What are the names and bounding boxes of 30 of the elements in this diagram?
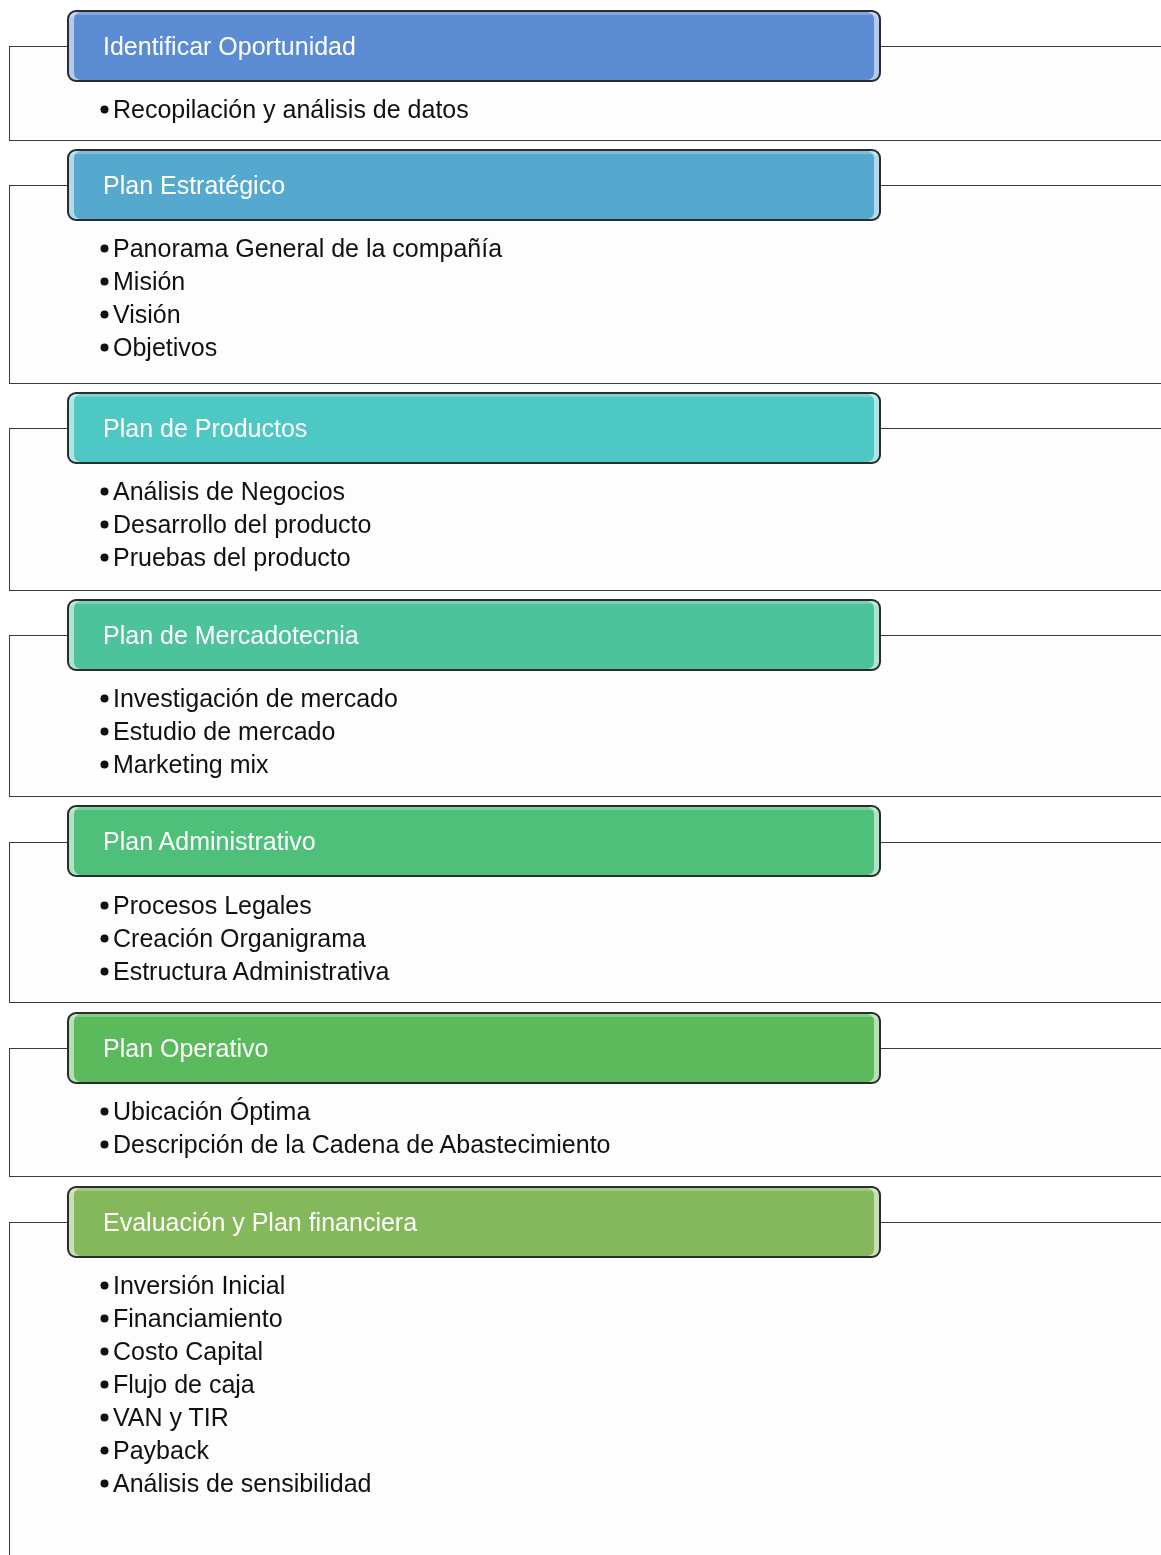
bullet-text: Análisis de Negocios xyxy=(113,477,346,505)
bullet-text: Procesos Legales xyxy=(113,891,312,919)
bullet-text: Costo Capital xyxy=(113,1337,264,1365)
section-header-bar: Plan de Mercadotecnia xyxy=(67,599,881,671)
section-header-bar: Plan Estratégico xyxy=(67,149,881,221)
bullet-text: Financiamiento xyxy=(113,1304,283,1332)
bullet-text: VAN y TIR xyxy=(113,1403,229,1431)
bullet-text: Recopilación y análisis de datos xyxy=(113,95,469,123)
section-header-bar: Evaluación y Plan financiera xyxy=(67,1186,881,1258)
bullet-text: Panorama General de la compañía xyxy=(113,234,503,262)
bullet-text: Inversión Inicial xyxy=(113,1271,286,1299)
bullet-text: Marketing mix xyxy=(113,750,269,778)
bullet-text: Descripción de la Cadena de Abastecimiento xyxy=(113,1130,611,1158)
section-header-bar: Plan Operativo xyxy=(67,1012,881,1084)
bullet-text: Flujo de caja xyxy=(113,1370,255,1398)
bullet-text: Creación Organigrama xyxy=(113,924,366,952)
bullet-text: Objetivos xyxy=(113,333,218,361)
bullet-text: Payback xyxy=(113,1436,209,1464)
bullet-text: Estudio de mercado xyxy=(113,717,336,745)
bullet-text: Visión xyxy=(113,300,181,328)
bullet-text: Ubicación Óptima xyxy=(113,1097,311,1125)
section-header-bar: Plan de Productos xyxy=(67,392,881,464)
bullet-text: Análisis de sensibilidad xyxy=(113,1469,372,1497)
bullet-text: Investigación de mercado xyxy=(113,684,398,712)
bullet-text: Desarrollo del producto xyxy=(113,510,372,538)
bullet-text: Pruebas del producto xyxy=(113,543,351,571)
section-header-bar: Plan Administrativo xyxy=(67,805,881,877)
section-header-bar: Identificar Oportunidad xyxy=(67,10,881,82)
bullet-text: Estructura Administrativa xyxy=(113,957,390,985)
bullet-text: Misión xyxy=(113,267,186,295)
